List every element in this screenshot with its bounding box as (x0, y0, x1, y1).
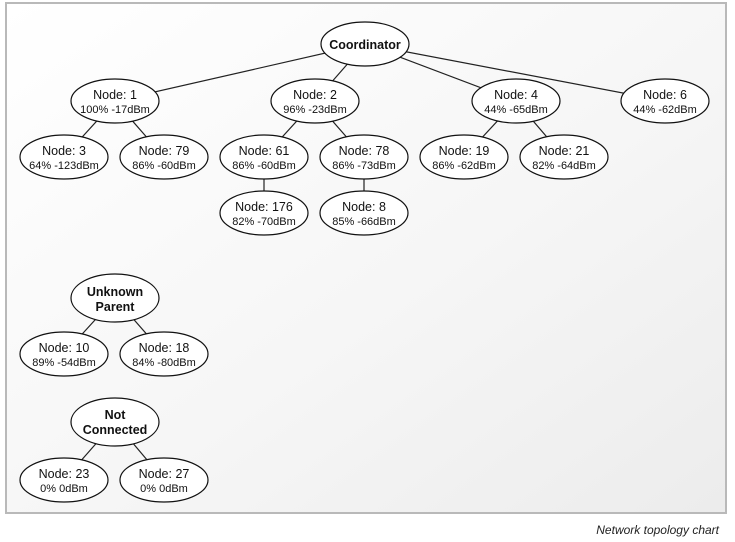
node-label: Node: 79 (139, 144, 190, 158)
node-label: Node: 61 (239, 144, 290, 158)
node-stats: 85% -66dBm (332, 216, 396, 228)
node-19[interactable]: Node: 19 86% -62dBm (419, 134, 509, 180)
node-label-line2: Connected (83, 423, 148, 437)
node-stats: 64% -123dBm (29, 160, 99, 172)
node-label: Node: 21 (539, 144, 590, 158)
node-61[interactable]: Node: 61 86% -60dBm (219, 134, 309, 180)
node-27[interactable]: Node: 27 0% 0dBm (119, 457, 209, 503)
node-176[interactable]: Node: 176 82% -70dBm (219, 190, 309, 236)
node-3[interactable]: Node: 3 64% -123dBm (19, 134, 109, 180)
node-stats: 84% -80dBm (132, 357, 196, 369)
not-connected-node[interactable]: Not Connected (70, 397, 160, 447)
node-stats: 86% -60dBm (132, 160, 196, 172)
node-stats: 89% -54dBm (32, 357, 96, 369)
node-stats: 96% -23dBm (283, 104, 347, 116)
node-label: Node: 19 (439, 144, 490, 158)
node-79[interactable]: Node: 79 86% -60dBm (119, 134, 209, 180)
node-23[interactable]: Node: 23 0% 0dBm (19, 457, 109, 503)
node-label: Node: 23 (39, 467, 90, 481)
node-label-line1: Not (105, 408, 127, 422)
node-label: Node: 2 (293, 88, 337, 102)
coordinator-node[interactable]: Coordinator (320, 21, 410, 67)
node-6[interactable]: Node: 6 44% -62dBm (620, 78, 710, 124)
node-2[interactable]: Node: 2 96% -23dBm (270, 78, 360, 124)
node-stats: 86% -73dBm (332, 160, 396, 172)
node-stats: 44% -62dBm (633, 104, 697, 116)
node-label: Node: 176 (235, 200, 293, 214)
node-label-line2: Parent (96, 300, 136, 314)
chart-caption: Network topology chart (596, 523, 719, 537)
node-stats: 82% -64dBm (532, 160, 596, 172)
node-label: Node: 8 (342, 200, 386, 214)
edge-coordinator-n1 (114, 43, 366, 102)
node-4[interactable]: Node: 4 44% -65dBm (471, 78, 561, 124)
node-label: Node: 6 (643, 88, 687, 102)
node-stats: 82% -70dBm (232, 216, 296, 228)
node-stats: 86% -60dBm (232, 160, 296, 172)
node-label: Coordinator (329, 38, 401, 52)
node-label: Node: 27 (139, 467, 190, 481)
edge-coordinator-n6 (364, 43, 666, 102)
node-stats: 100% -17dBm (80, 104, 150, 116)
node-label: Node: 3 (42, 144, 86, 158)
node-label: Node: 1 (93, 88, 137, 102)
node-78[interactable]: Node: 78 86% -73dBm (319, 134, 409, 180)
node-stats: 86% -62dBm (432, 160, 496, 172)
node-stats: 0% 0dBm (140, 483, 188, 495)
node-label: Node: 18 (139, 341, 190, 355)
node-8[interactable]: Node: 8 85% -66dBm (319, 190, 409, 236)
node-stats: 44% -65dBm (484, 104, 548, 116)
node-18[interactable]: Node: 18 84% -80dBm (119, 331, 209, 377)
node-10[interactable]: Node: 10 89% -54dBm (19, 331, 109, 377)
node-21[interactable]: Node: 21 82% -64dBm (519, 134, 609, 180)
node-label: Node: 10 (39, 341, 90, 355)
unknown-parent-node[interactable]: Unknown Parent (70, 273, 160, 323)
node-label-line1: Unknown (87, 285, 143, 299)
node-1[interactable]: Node: 1 100% -17dBm (70, 78, 160, 124)
node-label: Node: 78 (339, 144, 390, 158)
node-label: Node: 4 (494, 88, 538, 102)
node-stats: 0% 0dBm (40, 483, 88, 495)
